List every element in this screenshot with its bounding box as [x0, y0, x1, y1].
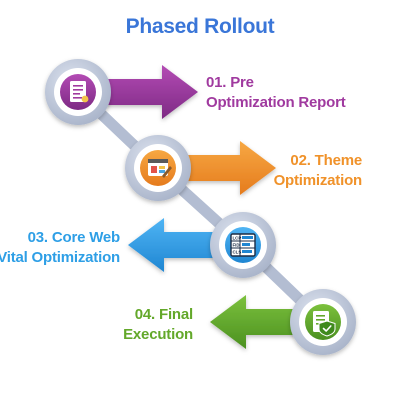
step-3-node: LCP FID CLS: [210, 212, 276, 278]
step-2-label: 02. Theme Optimization: [273, 151, 363, 191]
step-1-label: 01. Pre Optimization Report: [206, 73, 346, 113]
web-vitals-table-icon: LCP FID CLS: [230, 233, 256, 257]
step-1-node: [45, 59, 111, 125]
step-2-node: [125, 135, 191, 201]
step-4-title: 04. Final: [134, 306, 193, 323]
step-4-arrow: [210, 295, 320, 349]
svg-text:FID: FID: [233, 243, 240, 248]
svg-text:CLS: CLS: [233, 250, 242, 255]
step-3-label: 03. Core Web Vital Optimization: [0, 228, 120, 268]
step-4-node: [290, 289, 356, 355]
step-2-title: 02. Theme: [290, 152, 362, 169]
report-document-icon: [70, 81, 89, 103]
step-1-subtitle: Optimization Report: [206, 94, 346, 111]
step-3-title: 03. Core Web: [27, 229, 121, 246]
theme-palette-icon: [148, 159, 172, 178]
step-4-label: 04. Final Execution: [123, 305, 193, 345]
step-4-subtitle: Execution: [123, 326, 193, 343]
step-2-arrow: [160, 141, 276, 195]
step-2-subtitle: Optimization: [273, 172, 363, 189]
step-1-title: 01. Pre: [206, 74, 254, 91]
page-title: Phased Rollout: [125, 15, 275, 38]
connectors: [72, 86, 329, 328]
step-3-subtitle: Vital Optimization: [0, 249, 120, 266]
step-1-arrow: [80, 65, 198, 119]
checklist-shield-icon: [313, 311, 336, 337]
svg-text:LCP: LCP: [233, 236, 242, 241]
step-3-arrow: [128, 218, 240, 272]
